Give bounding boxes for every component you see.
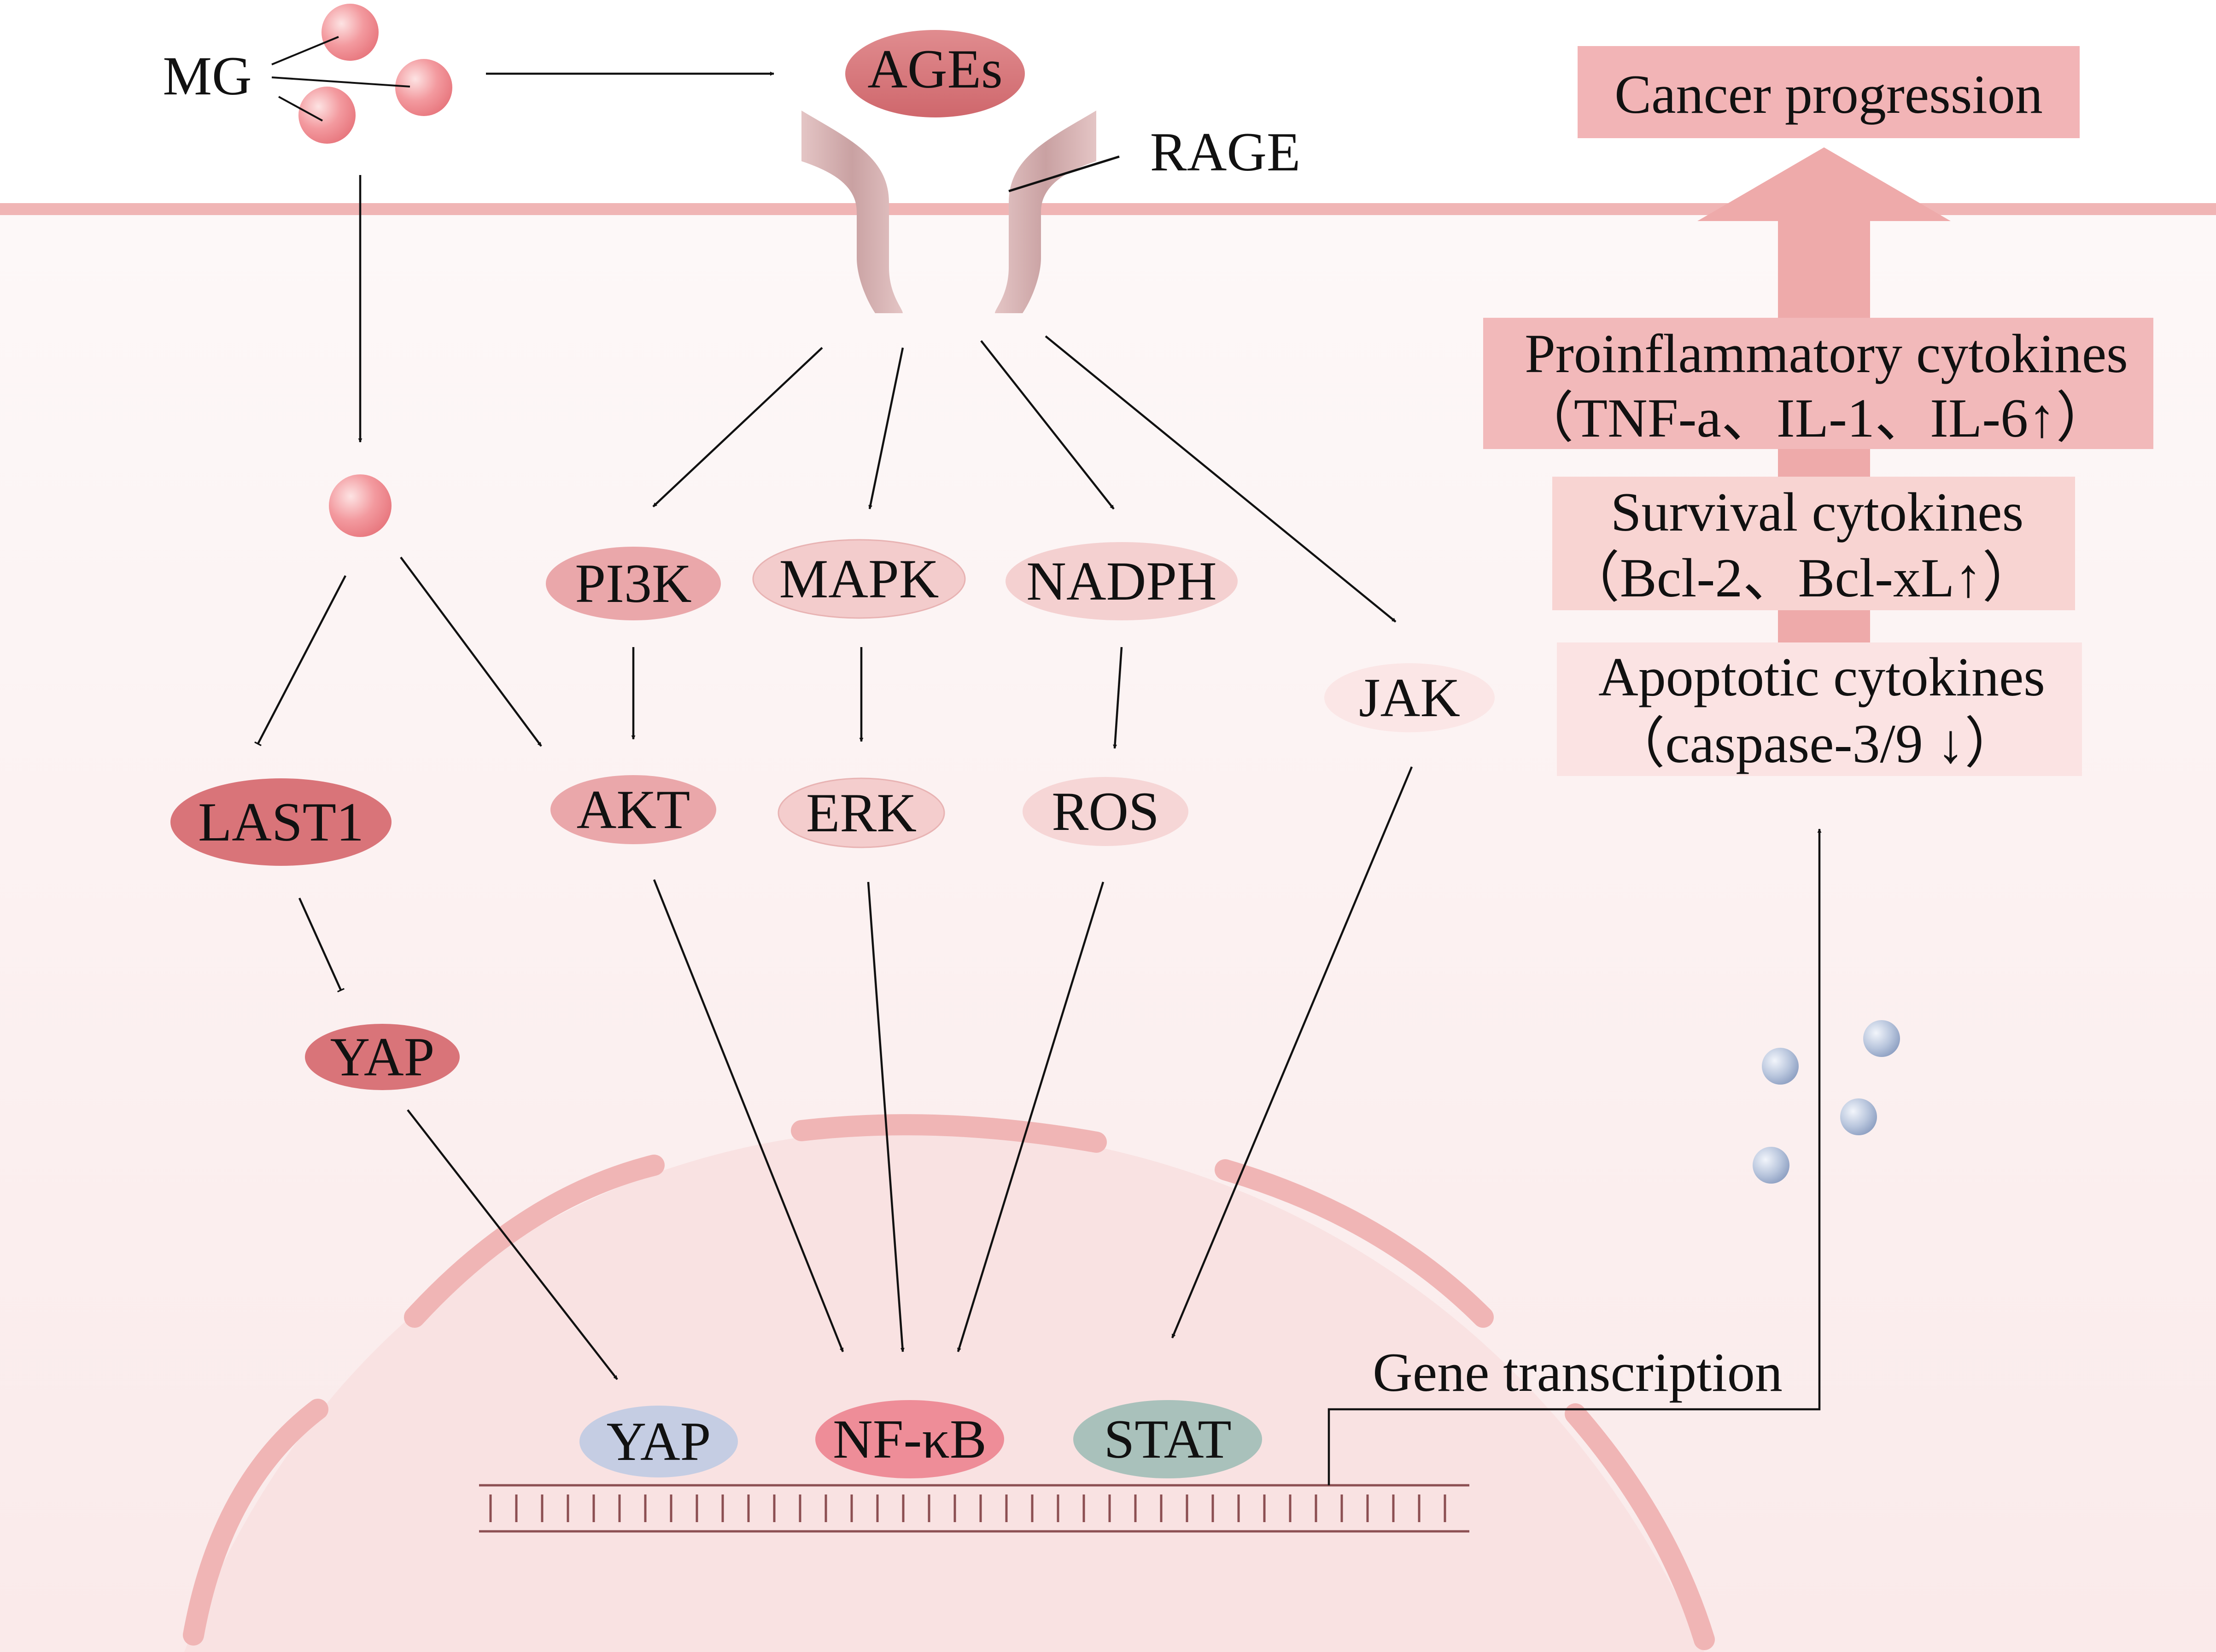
mg-molecule: [322, 4, 379, 61]
yap-nuclear-label: YAP: [607, 1411, 711, 1472]
mg-inhibits-last1: [254, 575, 346, 747]
methylglyoxal-molecules: [271, 4, 452, 144]
proinflammatory-title: Proinflammatory cytokines: [1525, 323, 2128, 384]
mg-molecule: [395, 59, 452, 116]
mapk-label: MAPK: [779, 548, 939, 609]
akt-node: AKT: [550, 775, 716, 844]
nadph-to-ros-arrow: [1113, 647, 1123, 749]
ros-label: ROS: [1052, 781, 1159, 842]
yap-cytoplasmic-label: YAP: [330, 1026, 435, 1087]
gene-transcription-label: Gene transcription: [1373, 1342, 1783, 1403]
nadph-label: NADPH: [1026, 550, 1216, 612]
yap-nuclear-node: YAP: [579, 1406, 738, 1477]
rage-receptor: [801, 111, 1120, 313]
rage-label: RAGE: [1150, 121, 1301, 182]
pi3k-node: PI3K: [546, 547, 721, 620]
akt-label: AKT: [577, 779, 690, 840]
erk-label: ERK: [806, 782, 917, 843]
ages-label: AGEs: [867, 38, 1002, 99]
pi3k-label: PI3K: [575, 553, 691, 614]
cytokine-vesicle: [1863, 1020, 1900, 1057]
stat-label: STAT: [1104, 1408, 1231, 1470]
cytokine-vesicle: [1762, 1048, 1799, 1085]
cytokine-vesicle: [1753, 1147, 1789, 1184]
jak-label: JAK: [1359, 667, 1460, 728]
last1-node: LAST1: [170, 778, 392, 866]
rage-to-mapk-arrow: [868, 347, 904, 509]
mg-label: MG: [163, 45, 251, 106]
proinflammatory-detail: （TNF-a、IL-1、IL-6↑）: [1519, 387, 2111, 449]
gene-transcription-to-cytokines-arrow: [1327, 829, 1822, 1485]
cytokine-vesicle: [1840, 1098, 1877, 1135]
apoptotic-cytokines-box: Apoptotic cytokines （caspase-3/9 ↓）: [1557, 642, 2082, 776]
nucleus: [183, 1114, 1715, 1652]
secreted-cytokines: [1753, 1020, 1900, 1184]
akt-to-nfkb-arrow: [653, 879, 844, 1352]
cancer-progression-box: Cancer progression: [1578, 46, 2080, 138]
yap-nuclear-translocation-arrow: [407, 1109, 618, 1380]
mg-to-akt-arrow: [400, 556, 542, 747]
jak-to-stat-arrow: [1171, 766, 1413, 1338]
rage-to-jak-arrow: [1045, 335, 1397, 623]
mg-molecule: [298, 87, 356, 144]
survival-detail: （Bcl-2、Bcl-xL↑）: [1565, 547, 2038, 608]
jak-node: JAK: [1324, 663, 1495, 732]
cancer-progression-label: Cancer progression: [1614, 64, 2043, 125]
rage-to-nadph-arrow: [980, 340, 1115, 510]
apoptotic-title: Apoptotic cytokines: [1598, 646, 2045, 707]
mapk-node: MAPK: [752, 539, 966, 619]
nfkb-label: NF-κB: [833, 1408, 987, 1470]
connections: [254, 71, 1822, 1485]
intracellular-mg-molecule: [329, 474, 392, 537]
ages-node: [845, 30, 1025, 117]
erk-node: ERK: [778, 777, 945, 848]
apoptotic-detail: （caspase-3/9 ↓）: [1610, 713, 2020, 774]
nadph-node: NADPH: [1006, 542, 1238, 620]
last1-inhibits-yap: [298, 898, 345, 992]
erk-to-nfkb-arrow: [867, 881, 905, 1352]
ros-to-nfkb-arrow: [957, 881, 1105, 1352]
ros-node: ROS: [1023, 777, 1188, 846]
yap-cytoplasmic-node: YAP: [305, 1024, 460, 1090]
nfkb-node: NF-κB: [815, 1400, 1004, 1478]
proinflammatory-cytokines-box: Proinflammatory cytokines （TNF-a、IL-1、IL…: [1483, 318, 2153, 449]
survival-title: Survival cytokines: [1611, 481, 2024, 543]
last1-label: LAST1: [198, 791, 364, 852]
rage-to-pi3k-arrow: [652, 347, 823, 508]
stat-node: STAT: [1073, 1400, 1262, 1478]
dna-strand: [479, 1484, 1469, 1533]
survival-cytokines-box: Survival cytokines （Bcl-2、Bcl-xL↑）: [1552, 477, 2075, 610]
